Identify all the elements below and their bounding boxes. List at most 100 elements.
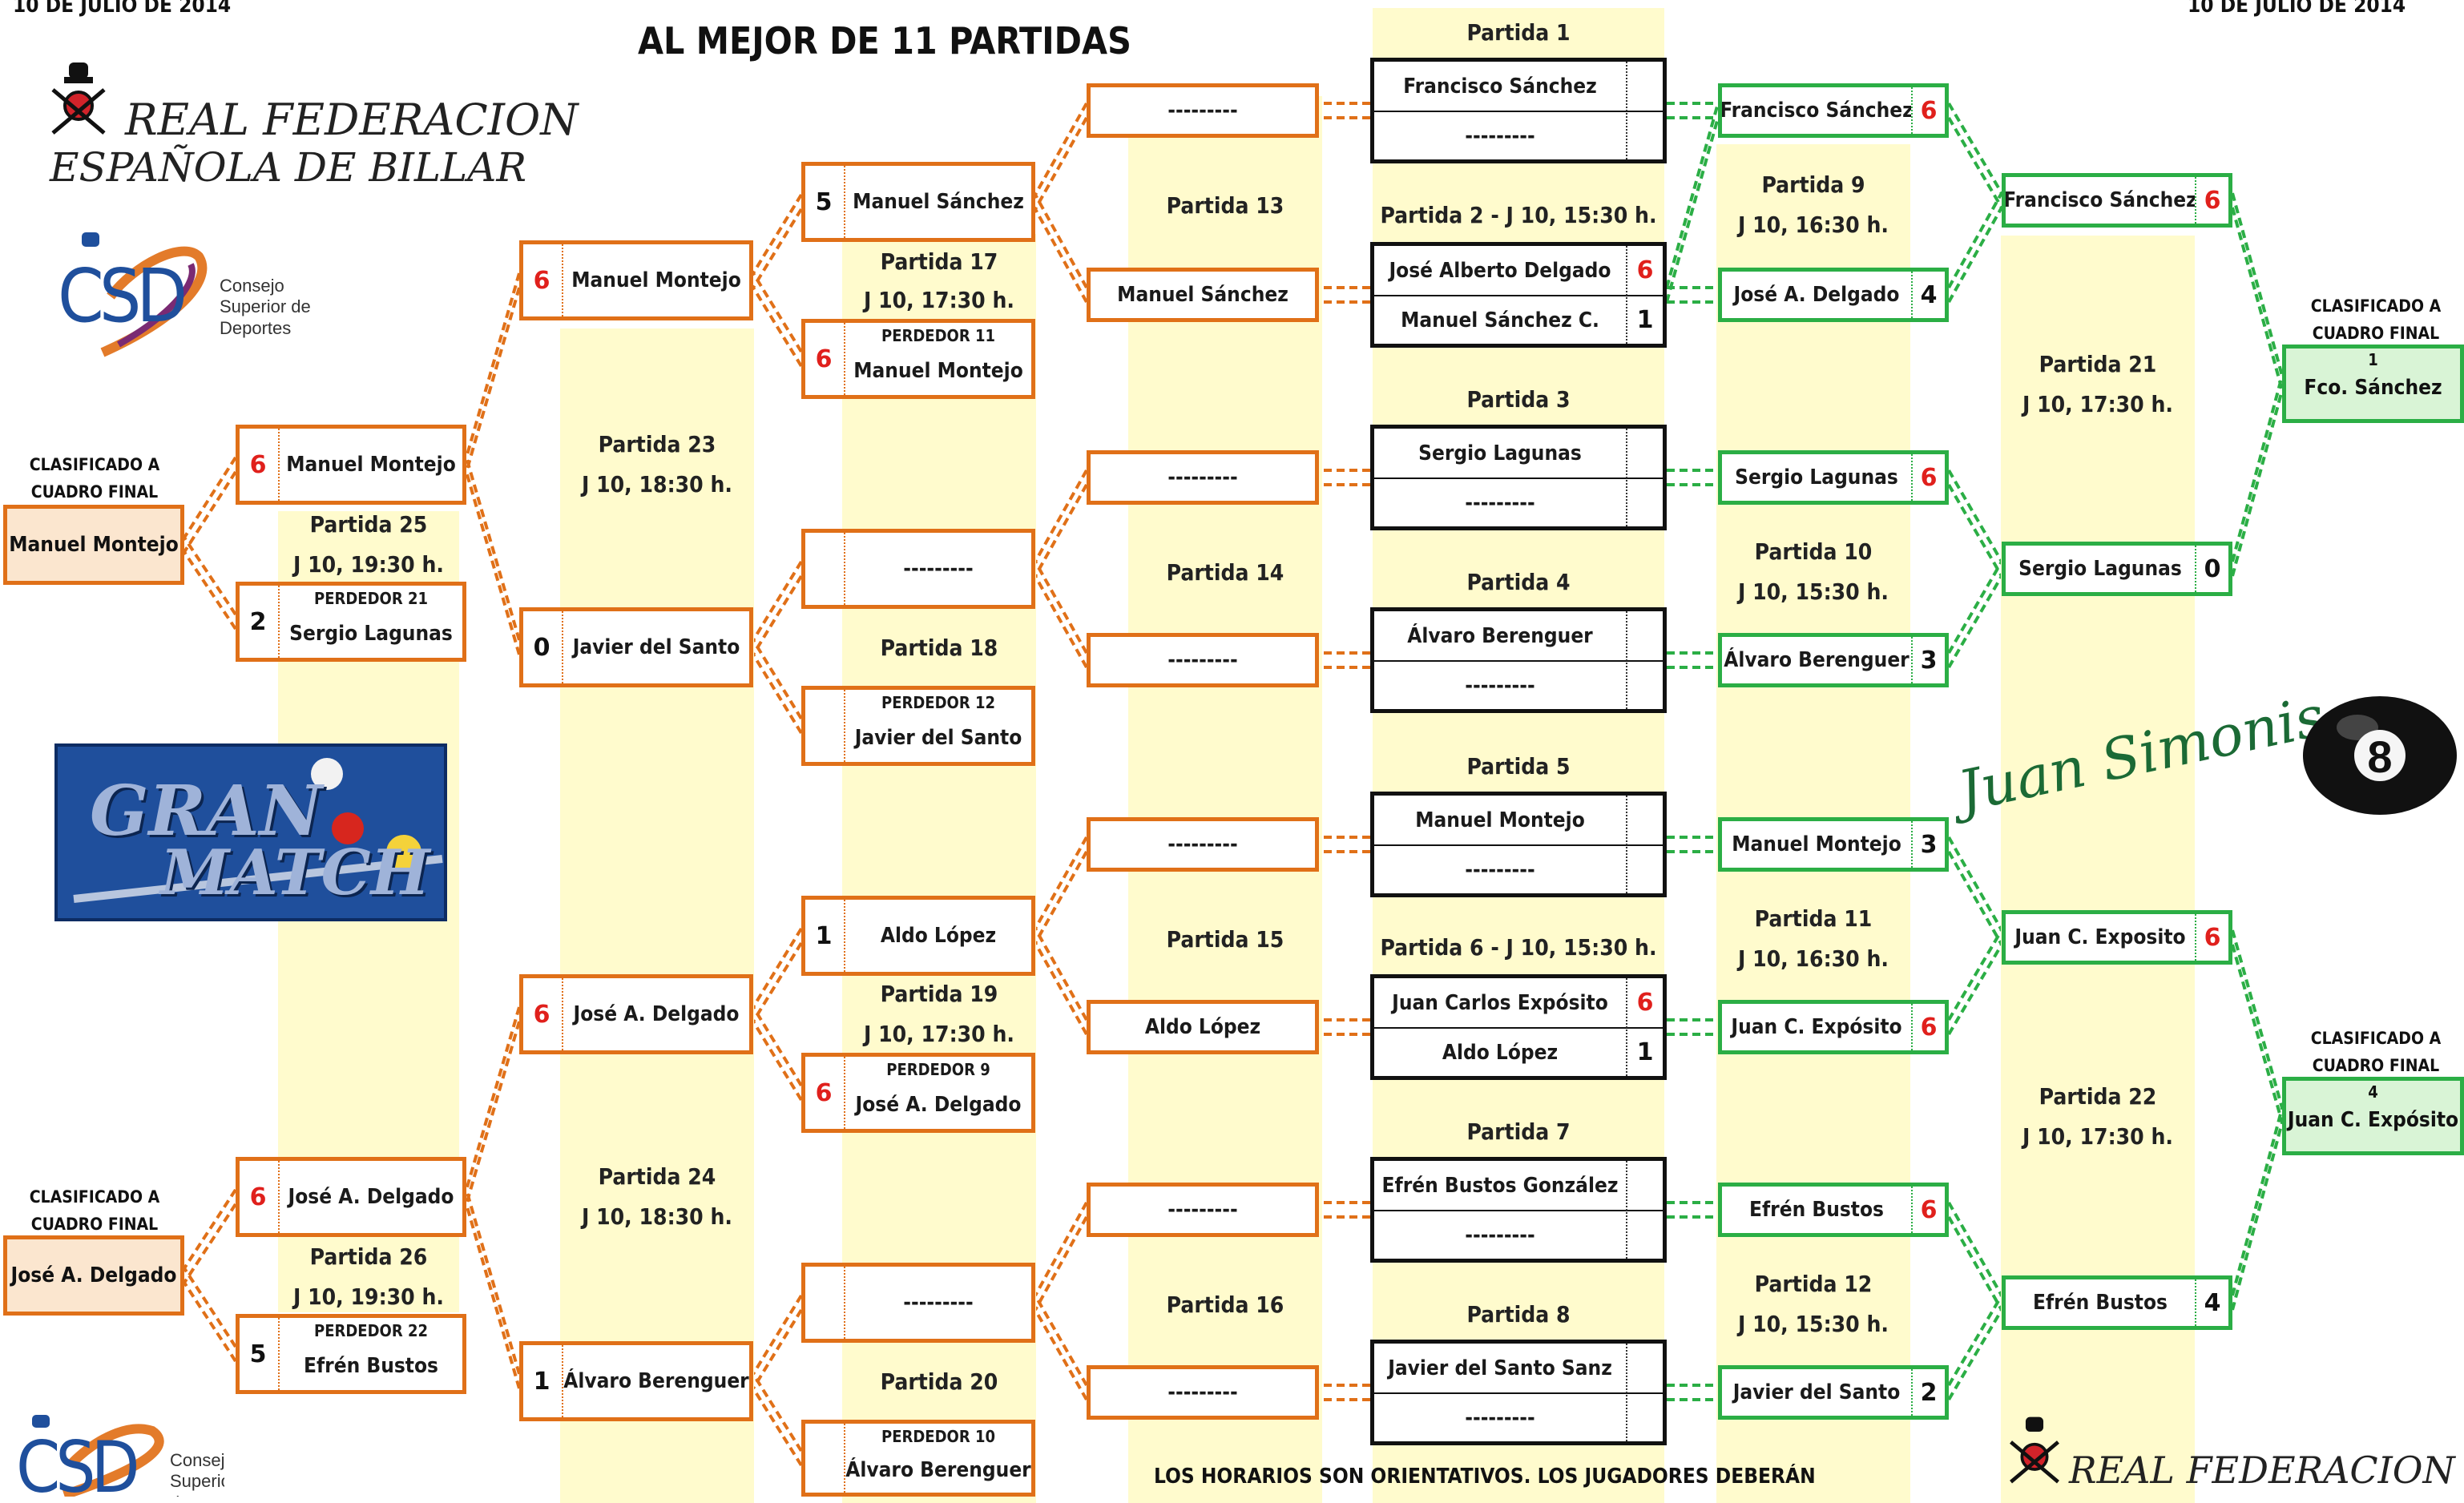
player-2: Manuel Sánchez (1117, 283, 1288, 307)
slot-top[interactable]: 1 Aldo López (801, 896, 1035, 976)
connector-line (183, 470, 237, 554)
connector-line (1034, 1295, 1088, 1386)
connector-line (2231, 375, 2284, 562)
slot-top[interactable]: --------- (1087, 83, 1319, 138)
qualified-player-box[interactable]: 4 Juan C. Expósito (2282, 1077, 2464, 1155)
slot-bottom[interactable]: 1 Álvaro Berenguer (519, 1341, 753, 1421)
slot-top[interactable]: 6 José A. Delgado (236, 1157, 466, 1237)
qualified-player-box[interactable]: Manuel Montejo (3, 505, 184, 585)
connector-line (1947, 1308, 2003, 1401)
slot-bottom[interactable]: --------- (1087, 633, 1319, 687)
match-box[interactable]: Francisco Sánchez --------- (1370, 58, 1667, 163)
match-label: Partida 22 (2039, 1083, 2157, 1110)
player-2: Javier del Santo (854, 726, 1022, 750)
player-2: Álvaro Berenguer (563, 1369, 749, 1393)
connector-line (1947, 483, 2003, 578)
qual-line2: CUADRO FINAL (30, 1214, 159, 1234)
match-time: J 10, 15:30 h. (1738, 578, 1889, 605)
slot-top[interactable]: Efrén Bustos 6 (1718, 1183, 1949, 1237)
score-1 (1627, 62, 1663, 111)
slot-bottom[interactable]: Juan C. Expósito 6 (1718, 1000, 1949, 1054)
slot-top[interactable]: 5 Manuel Sánchez (801, 162, 1035, 242)
qualified-player-box[interactable]: 1 Fco. Sánchez (2282, 345, 2464, 423)
connector-line (752, 941, 803, 1023)
slot-top[interactable]: Francisco Sánchez 6 (1718, 83, 1949, 138)
qual-line1: CLASIFICADO A (29, 1187, 160, 1207)
score-divider (1626, 62, 1627, 159)
slot-top[interactable]: 6 Manuel Montejo (236, 425, 466, 505)
score-divider (562, 244, 563, 316)
match-box[interactable]: Sergio Lagunas --------- (1370, 425, 1667, 530)
match-label: Partida 15 (1166, 926, 1284, 953)
slot-bottom[interactable]: José A. Delgado 4 (1718, 268, 1949, 322)
connector-line (183, 1203, 237, 1284)
score-divider (278, 1161, 280, 1233)
player-1: --------- (1167, 99, 1238, 123)
slot-bottom[interactable]: Sergio Lagunas 0 (2002, 542, 2232, 596)
slot-bottom[interactable]: Javier del Santo 2 (1718, 1365, 1949, 1420)
connector-line (1947, 943, 2003, 1036)
slot-bottom[interactable]: 5 PERDEDOR 22 Efrén Bustos (236, 1314, 466, 1394)
connector-line (1034, 575, 1088, 668)
qualified-player-box[interactable]: José A. Delgado (3, 1235, 184, 1316)
score-divider (1911, 821, 1913, 868)
csd-line1: Consejo (220, 276, 284, 296)
slot-top[interactable]: Manuel Montejo 3 (1718, 817, 1949, 872)
match-time: J 10, 16:30 h. (1738, 212, 1889, 238)
match-box[interactable]: Juan Carlos Expósito 6 Aldo López 1 (1370, 974, 1667, 1080)
slot-top[interactable]: --------- (1087, 1183, 1319, 1237)
score-1 (1627, 1344, 1663, 1392)
slot-top[interactable]: 6 Manuel Montejo (519, 240, 753, 320)
slot-bottom[interactable]: PERDEDOR 12 Javier del Santo (801, 686, 1035, 766)
slot-bottom[interactable]: Manuel Sánchez (1087, 268, 1319, 322)
slot-top[interactable]: Francisco Sánchez 6 (2002, 173, 2232, 228)
match-box[interactable]: José Alberto Delgado 6 Manuel Sánchez C.… (1370, 242, 1667, 348)
score-divider (1911, 1187, 1913, 1233)
slot-top[interactable]: 6 José A. Delgado (519, 974, 753, 1054)
slot-top[interactable]: Juan C. Exposito 6 (2002, 910, 2232, 965)
score-1: 6 (1920, 1195, 1938, 1224)
qual-line1: CLASIFICADO A (2310, 296, 2442, 316)
score-1: 6 (1920, 96, 1938, 125)
slot-bottom[interactable]: 0 Javier del Santo (519, 607, 753, 687)
date-right: 10 DE JULIO DE 2014 (2188, 0, 2406, 18)
match-label: Partida 11 (1754, 905, 1873, 932)
slot-bottom[interactable]: 6 PERDEDOR 9 José A. Delgado (801, 1053, 1035, 1133)
player-2: --------- (1465, 1405, 1535, 1430)
rfeb-line1: REAL FEDERACION (125, 95, 579, 145)
slot-bottom[interactable]: 6 PERDEDOR 11 Manuel Montejo (801, 319, 1035, 399)
player-1: Manuel Montejo (1732, 832, 1901, 856)
csd-bottom-line1: Consejo (170, 1450, 224, 1470)
slot-top[interactable]: --------- (801, 529, 1035, 609)
slot-bottom[interactable]: PERDEDOR 10 Álvaro Berenguer (801, 1420, 1035, 1497)
score-divider (1626, 611, 1627, 709)
simonis-logo: Juan Simonis (1947, 683, 2330, 825)
match-box[interactable]: Javier del Santo Sanz --------- (1370, 1340, 1667, 1445)
slot-bottom[interactable]: Álvaro Berenguer 3 (1718, 633, 1949, 687)
player-1: Sergio Lagunas (1735, 465, 1898, 490)
slot-top[interactable]: --------- (1087, 817, 1319, 872)
slot-top[interactable]: Sergio Lagunas 6 (1718, 450, 1949, 505)
match-time: J 10, 18:30 h. (582, 471, 732, 498)
match-box[interactable]: Manuel Montejo --------- (1370, 792, 1667, 897)
match-box[interactable]: Efrén Bustos González --------- (1370, 1157, 1667, 1263)
score-1: 6 (2204, 186, 2221, 215)
slot-top[interactable]: --------- (801, 1263, 1035, 1343)
score-divider (1911, 454, 1913, 501)
slot-bottom[interactable]: 2 PERDEDOR 21 Sergio Lagunas (236, 582, 466, 662)
connector-line (752, 1005, 803, 1087)
score-2: 1 (1636, 306, 1654, 334)
slot-bottom[interactable]: --------- (1087, 1365, 1319, 1420)
slot-bottom[interactable]: Aldo López (1087, 1000, 1319, 1054)
csd-text-bottom: Consejo Superior de (170, 1450, 224, 1497)
player-2: Javier del Santo (572, 635, 740, 659)
score-2 (1627, 846, 1663, 893)
match-label: Partida 23 (598, 431, 716, 457)
player-1: Manuel Montejo (571, 268, 741, 292)
slot-top[interactable]: --------- (1087, 450, 1319, 505)
match-label: Partida 12 (1754, 1271, 1873, 1297)
score-2 (1627, 479, 1663, 526)
slot-bottom[interactable]: Efrén Bustos 4 (2002, 1275, 2232, 1330)
match-box[interactable]: Álvaro Berenguer --------- (1370, 607, 1667, 713)
csd-swoosh-bottom-icon (32, 1415, 164, 1497)
